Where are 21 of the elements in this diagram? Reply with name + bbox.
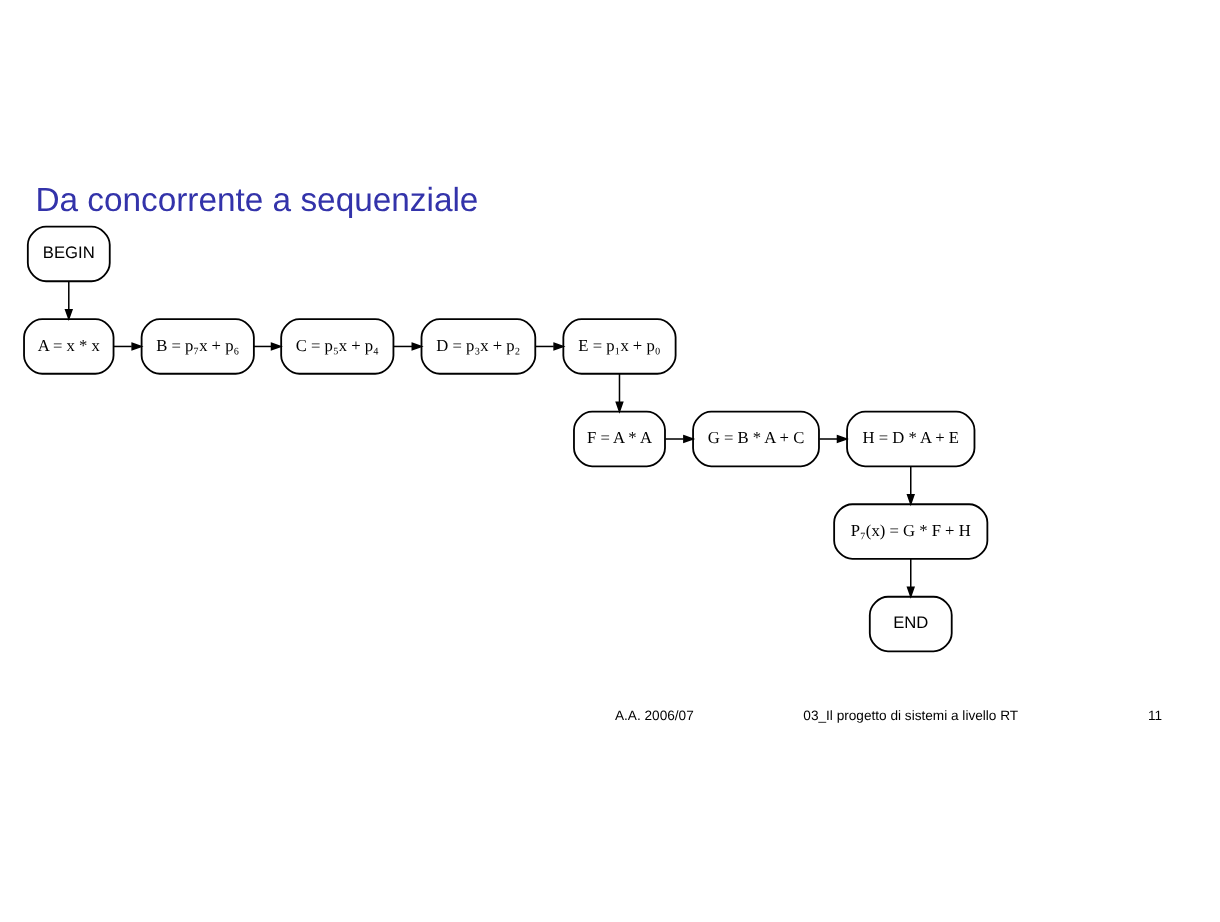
arrow [534, 342, 566, 351]
node-box: C = p₅x + p₄ [280, 318, 395, 375]
node-box: END [868, 595, 953, 653]
arrow [906, 558, 915, 599]
node-box: G = B * A + C [692, 410, 820, 468]
node-box: F = A * A [573, 410, 666, 468]
arrow [906, 465, 915, 507]
arrow [818, 434, 849, 444]
node-box: D = p₃x + p₂ [420, 318, 537, 375]
node-box: E = p₁x + p₀ [562, 318, 677, 375]
arrow [392, 342, 424, 351]
node-box: BEGIN [26, 225, 111, 283]
node-box: A = x * x [23, 318, 115, 375]
diagram-title: Da concorrente a sequenziale [35, 180, 479, 219]
arrow [64, 280, 74, 322]
node-box: H = D * A + E [846, 410, 976, 468]
node-box: P₇(x) = G * F + H [833, 503, 989, 560]
arrow [112, 342, 144, 351]
arrow [664, 434, 696, 444]
arrow [615, 373, 624, 414]
node-box: B = p₇x + p₆ [140, 318, 255, 375]
